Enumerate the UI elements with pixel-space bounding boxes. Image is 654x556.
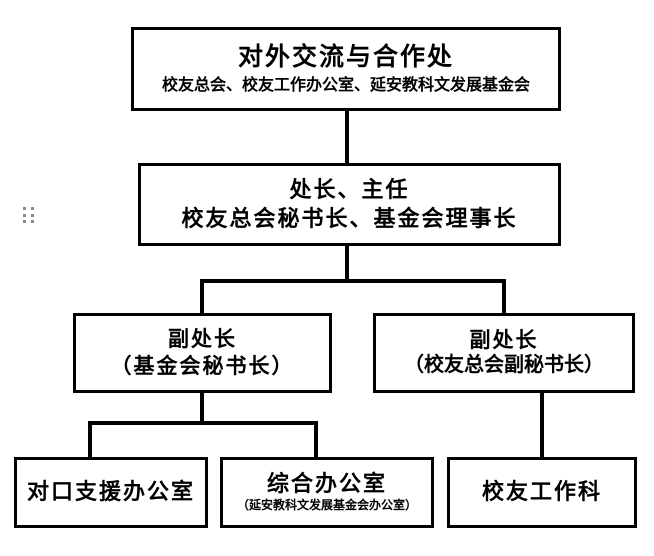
- node-vice-director-foundation[interactable]: 副处长 （基金会秘书长）: [73, 313, 332, 393]
- node-vice-left-line2: （基金会秘书长）: [110, 353, 295, 378]
- node-general-office-subtitle: （延安教科文发展基金会办公室）: [236, 497, 417, 512]
- node-vice-director-alumni[interactable]: 副处长 （校友总会副秘书长）: [373, 313, 635, 393]
- node-alumni-section-title: 校友工作科: [481, 479, 602, 505]
- node-head-line2: 校友总会秘书长、基金会理事长: [181, 205, 518, 231]
- node-alumni-section[interactable]: 校友工作科: [447, 457, 637, 528]
- node-vice-right-line2: （校友总会副秘书长）: [404, 354, 604, 377]
- connector-drop-to-vice-right: [502, 279, 506, 315]
- connector-bottom-horizontal-bar: [88, 421, 318, 425]
- node-vice-left-line1: 副处长: [168, 327, 237, 352]
- node-general-office[interactable]: 综合办公室 （延安教科文发展基金会办公室）: [220, 457, 434, 528]
- connector-drop-to-alumni-section: [540, 392, 544, 459]
- connector-vice-left-stem: [200, 392, 204, 423]
- connector-drop-to-general-office: [314, 421, 318, 459]
- node-general-office-title: 综合办公室: [266, 471, 387, 497]
- connector-department-to-head: [345, 110, 349, 165]
- node-department-title: 对外交流与合作处: [237, 43, 454, 71]
- node-head[interactable]: 处长、主任 校友总会秘书长、基金会理事长: [138, 163, 561, 246]
- node-department[interactable]: 对外交流与合作处 校友总会、校友工作办公室、延安教科文发展基金会: [131, 27, 561, 111]
- node-support-office[interactable]: 对口支援办公室: [14, 457, 208, 528]
- connector-drop-to-vice-left: [200, 279, 204, 315]
- node-department-subtitle: 校友总会、校友工作办公室、延安教科文发展基金会: [161, 74, 530, 94]
- connector-vice-horizontal-bar: [200, 279, 506, 283]
- node-head-line1: 处长、主任: [289, 177, 410, 203]
- connector-head-stem: [345, 245, 349, 282]
- node-vice-right-line1: 副处长: [469, 327, 539, 352]
- connector-drop-to-support-office: [88, 421, 92, 459]
- node-support-office-title: 对口支援办公室: [26, 479, 195, 505]
- dot-grid-icon: [23, 207, 36, 224]
